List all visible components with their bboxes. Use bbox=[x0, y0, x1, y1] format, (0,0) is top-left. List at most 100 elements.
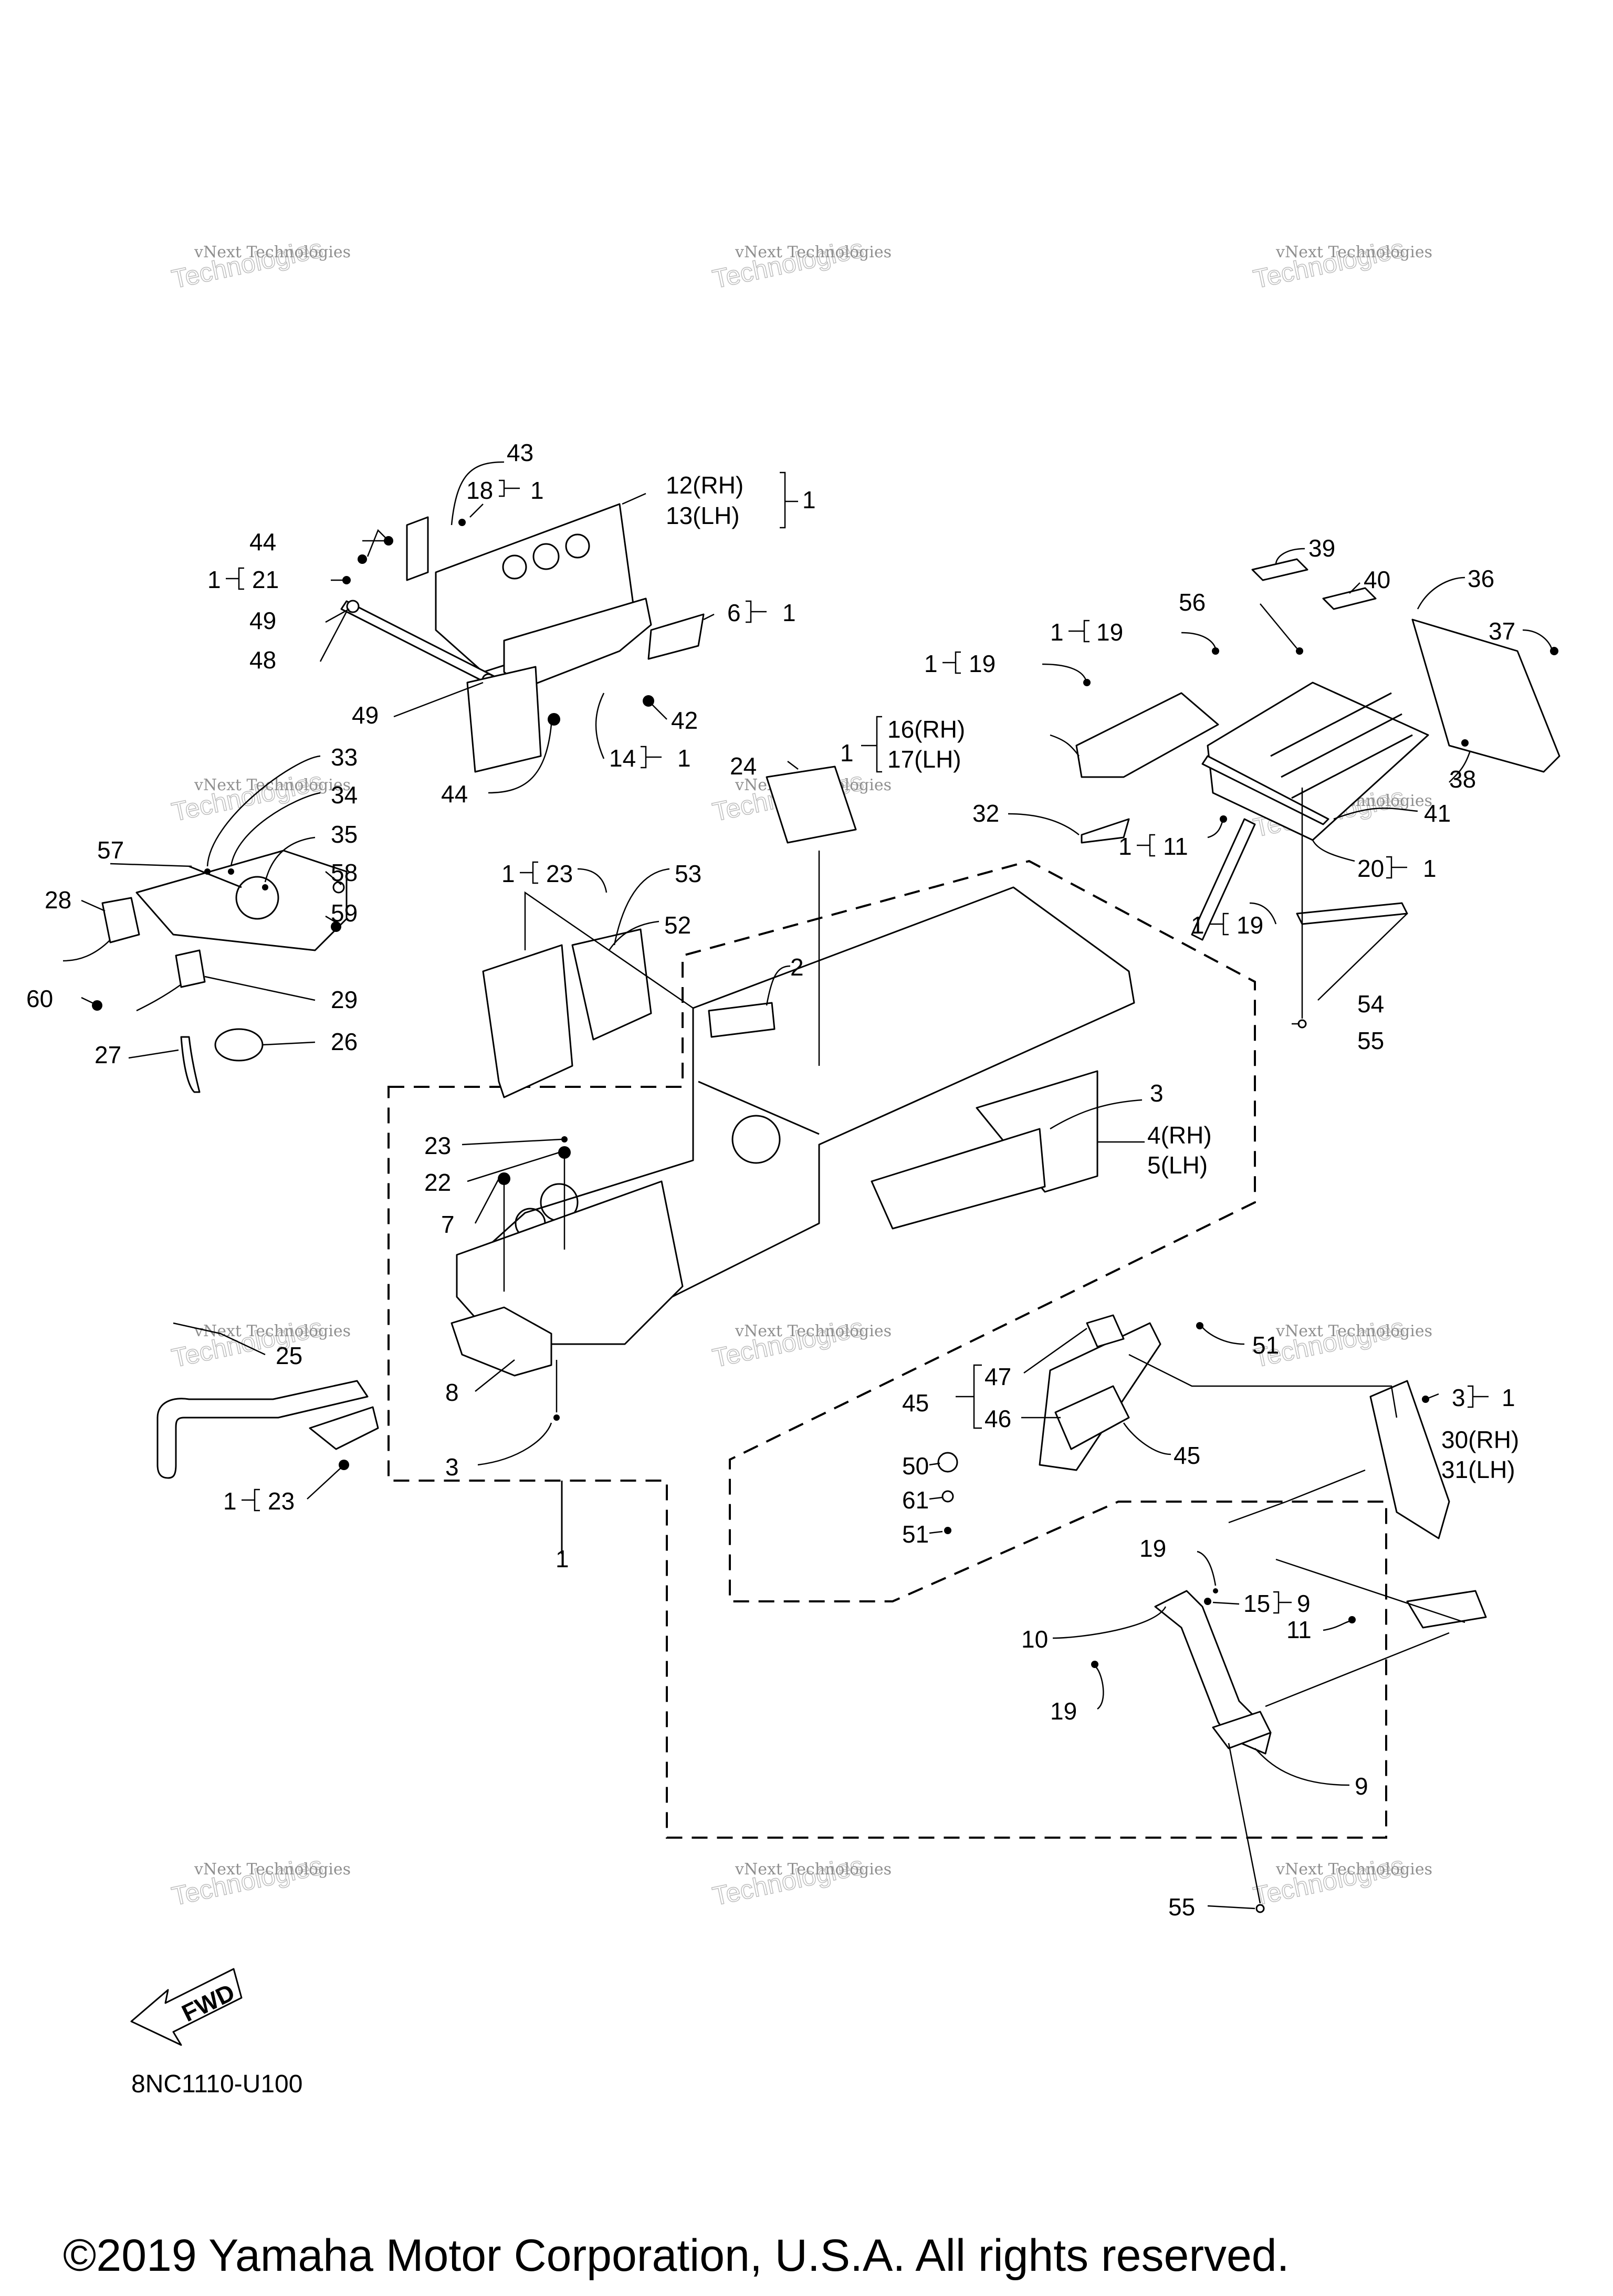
callout-21: 21 bbox=[252, 566, 279, 593]
cover-36 bbox=[1411, 618, 1560, 773]
callout-19e: 19 bbox=[1050, 1697, 1077, 1725]
unit-29 bbox=[175, 949, 206, 988]
nut-50 bbox=[937, 1452, 958, 1473]
callout-7: 7 bbox=[441, 1211, 455, 1238]
watermark: Technologies vNext Technologies bbox=[709, 1312, 892, 1374]
bolt-3b bbox=[553, 1414, 560, 1421]
bolt-33 bbox=[204, 868, 211, 875]
callout-50: 50 bbox=[902, 1452, 929, 1480]
callout-23c-qty: 1 bbox=[223, 1487, 237, 1515]
collar-49a bbox=[346, 600, 360, 613]
callout-42: 42 bbox=[671, 707, 698, 734]
bolt-19e bbox=[1091, 1661, 1098, 1668]
callout-36: 36 bbox=[1468, 565, 1494, 592]
frame-assembly-boundary bbox=[387, 859, 1387, 1839]
callout-14-qty: 1 bbox=[677, 745, 691, 772]
bolt-35 bbox=[262, 884, 268, 890]
callout-22: 22 bbox=[424, 1169, 451, 1196]
callout-38: 38 bbox=[1449, 766, 1476, 793]
callout-18-qty: 1 bbox=[530, 477, 544, 504]
callout-59: 59 bbox=[331, 899, 358, 927]
callout-10: 10 bbox=[1021, 1626, 1048, 1653]
callout-20-qty: 1 bbox=[1423, 855, 1437, 882]
callout-57: 57 bbox=[97, 836, 124, 864]
callout-29: 29 bbox=[331, 986, 358, 1013]
bolt-44b bbox=[358, 554, 367, 564]
unit-28 bbox=[101, 897, 140, 943]
svg-text:Technologies: Technologies bbox=[710, 234, 866, 294]
callout-27: 27 bbox=[95, 1041, 121, 1068]
callout-55a: 55 bbox=[1357, 1027, 1384, 1054]
leader-lines bbox=[81, 461, 1553, 1910]
svg-text:vNext Technologies: vNext Technologies bbox=[735, 1860, 892, 1879]
callout-31: 31(LH) bbox=[1441, 1456, 1515, 1483]
callout-20: 20 bbox=[1357, 855, 1384, 882]
assembly-boundaries bbox=[387, 859, 1387, 1839]
bolt-44c bbox=[548, 713, 560, 726]
main-frame-group bbox=[451, 766, 1135, 1421]
callout-49-bottom: 49 bbox=[352, 701, 379, 729]
svg-text:vNext Technologies: vNext Technologies bbox=[194, 1322, 351, 1340]
nut-55a bbox=[1297, 1019, 1307, 1029]
callout-53: 53 bbox=[675, 860, 701, 887]
callout-33: 33 bbox=[331, 743, 358, 771]
bolt-38 bbox=[1461, 739, 1469, 747]
strap-27 bbox=[180, 1036, 201, 1093]
bar-41 bbox=[1201, 755, 1329, 825]
svg-text:vNext Technologies: vNext Technologies bbox=[194, 243, 351, 261]
callout-15: 15 bbox=[1243, 1590, 1270, 1617]
watermark: Technologies vNext Technologies bbox=[169, 233, 351, 295]
grab-bar-bracket bbox=[309, 1406, 379, 1450]
callout-56: 56 bbox=[1179, 589, 1206, 616]
callout-34: 34 bbox=[331, 781, 358, 809]
bolt-7 bbox=[498, 1172, 510, 1185]
callout-30: 30(RH) bbox=[1441, 1426, 1519, 1453]
drawing-code: 8NC1110-U100 bbox=[131, 2070, 302, 2098]
callout-3-top: 3 bbox=[1150, 1079, 1164, 1107]
copyright-notice: ©2019 Yamaha Motor Corporation, U.S.A. A… bbox=[63, 2230, 1290, 2281]
callout-40: 40 bbox=[1364, 566, 1390, 593]
watermark: Technologies vNext Technologies bbox=[169, 1312, 351, 1374]
callout-25: 25 bbox=[276, 1342, 302, 1369]
frame-center-tube bbox=[698, 1081, 820, 1135]
rear-grab-52 bbox=[571, 928, 652, 1041]
rear-grab-53 bbox=[482, 944, 573, 1098]
watermark: Technologies vNext Technologies bbox=[709, 233, 892, 295]
grab-bar-25 bbox=[156, 1380, 369, 1479]
callout-11a: 11 bbox=[1163, 833, 1188, 860]
callout-61: 61 bbox=[902, 1486, 929, 1514]
callout-32: 32 bbox=[972, 800, 999, 827]
svg-text:vNext Technologies: vNext Technologies bbox=[1275, 1322, 1432, 1340]
svg-text:vNext Technologies: vNext Technologies bbox=[194, 776, 351, 794]
bolt-37 bbox=[1550, 647, 1558, 655]
callout-14: 14 bbox=[609, 745, 636, 772]
nut-55b bbox=[1255, 1904, 1265, 1913]
bolt-23b bbox=[561, 1136, 568, 1142]
callout-12: 12(RH) bbox=[666, 471, 743, 499]
callout-45-right: 45 bbox=[1174, 1442, 1200, 1469]
bolt-3c bbox=[1422, 1396, 1429, 1403]
callout-3-right-qty: 1 bbox=[1502, 1384, 1515, 1411]
footrest-3 bbox=[871, 1128, 1046, 1230]
callout-51a: 51 bbox=[1252, 1332, 1279, 1359]
callout-58: 58 bbox=[331, 859, 358, 886]
svg-text:Technologies: Technologies bbox=[1251, 1851, 1407, 1911]
fwd-arrow-icon bbox=[130, 1968, 243, 2046]
grab-bar-group bbox=[156, 1380, 379, 1479]
callout-52: 52 bbox=[664, 911, 691, 939]
callout-16: 16(RH) bbox=[887, 716, 965, 743]
callout-47: 47 bbox=[984, 1363, 1011, 1390]
callout-9: 9 bbox=[1355, 1773, 1368, 1800]
bolt-11 bbox=[1348, 1616, 1356, 1623]
callout-15-qty: 9 bbox=[1297, 1590, 1311, 1617]
watermark: Technologies vNext Technologies bbox=[169, 766, 351, 827]
callout-23a: 23 bbox=[546, 860, 573, 887]
bolt-34 bbox=[228, 868, 234, 875]
collar-56 bbox=[1296, 647, 1303, 655]
callout-26: 26 bbox=[331, 1028, 358, 1055]
callout-6-qty: 1 bbox=[782, 599, 796, 626]
cover-47 bbox=[1086, 1314, 1125, 1348]
callout-19c-qty: 1 bbox=[1191, 911, 1204, 939]
callout-55b: 55 bbox=[1168, 1893, 1195, 1921]
